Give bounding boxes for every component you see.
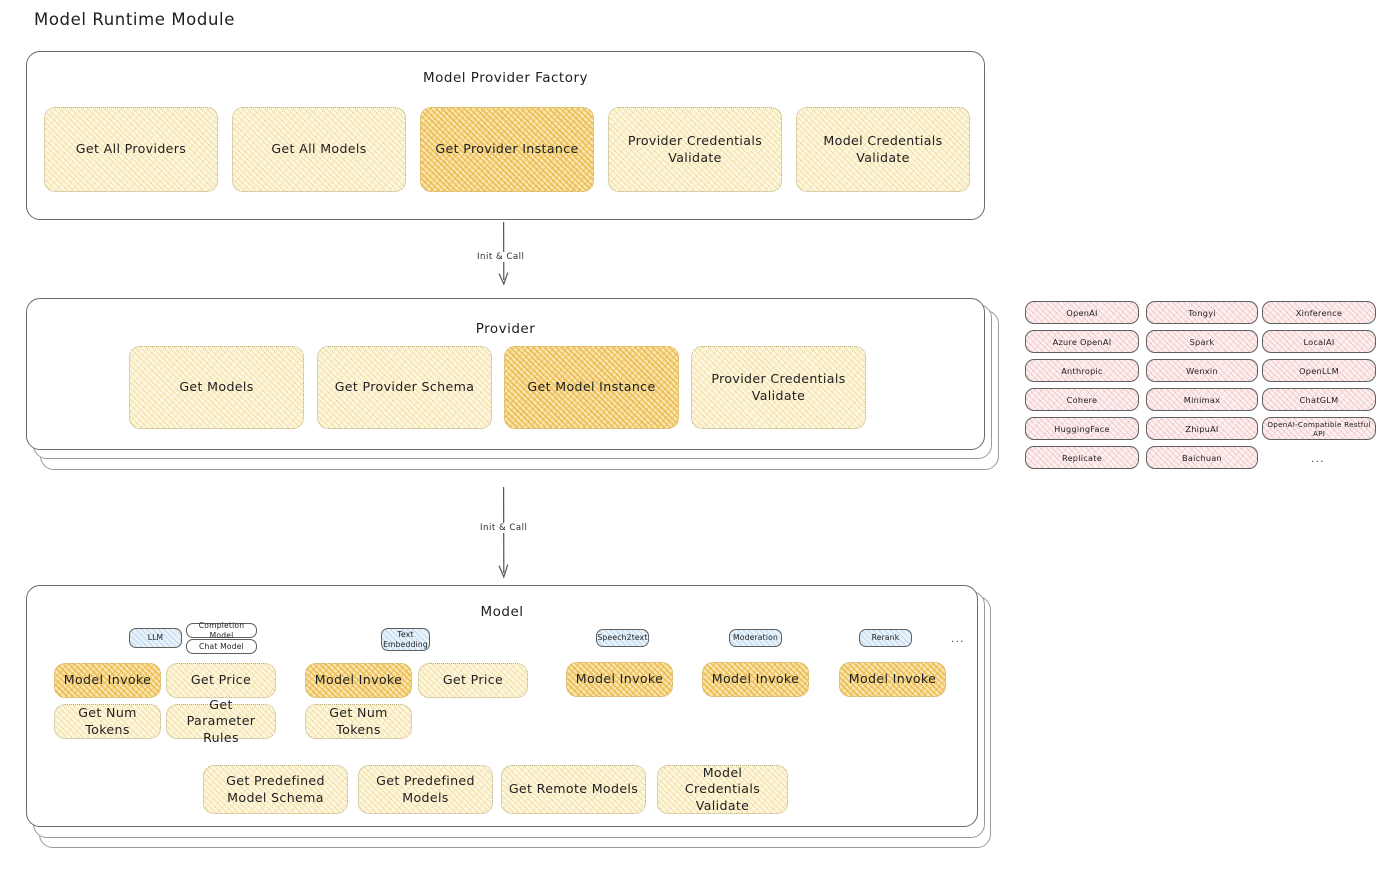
factory-fn-get-all-models[interactable]: Get All Models <box>232 107 406 192</box>
provider-pill-replicate[interactable]: Replicate <box>1025 446 1139 469</box>
provider-pill-chatglm[interactable]: ChatGLM <box>1262 388 1376 411</box>
provider-pill-xinference[interactable]: Xinference <box>1262 301 1376 324</box>
arrow-label-init-and-call-2: Init & Call <box>477 523 531 533</box>
model-title: Model <box>480 604 524 620</box>
provider-pill-tongyi[interactable]: Tongyi <box>1146 301 1258 324</box>
provider-pill-minimax[interactable]: Minimax <box>1146 388 1258 411</box>
model-groups-more-ellipsis: ... <box>951 632 965 645</box>
arrow-factory-to-provider <box>498 221 509 286</box>
model-llm-fn-model-invoke[interactable]: Model Invoke <box>54 663 161 698</box>
provider-pill-openai[interactable]: OpenAI <box>1025 301 1139 324</box>
provider-pill-zhipuai[interactable]: ZhipuAI <box>1146 417 1258 440</box>
factory-fn-provider-credentials-validate[interactable]: Provider Credentials Validate <box>608 107 782 192</box>
provider-pill-anthropic[interactable]: Anthropic <box>1025 359 1139 382</box>
provider-pill-spark[interactable]: Spark <box>1146 330 1258 353</box>
model-tag-rerank[interactable]: Rerank <box>859 629 912 647</box>
model-moderation-fn-model-invoke[interactable]: Model Invoke <box>702 662 809 697</box>
factory-fn-get-provider-instance[interactable]: Get Provider Instance <box>420 107 594 192</box>
provider-list-more-ellipsis: ... <box>1311 452 1325 465</box>
provider-pill-localai[interactable]: LocalAI <box>1262 330 1376 353</box>
model-text-embedding-fn-model-invoke[interactable]: Model Invoke <box>305 663 412 698</box>
model-llm-fn-get-num-tokens[interactable]: Get Num Tokens <box>54 704 161 739</box>
model-tag-llm[interactable]: LLM <box>129 628 182 648</box>
model-tag-chat-model[interactable]: Chat Model <box>186 639 257 654</box>
model-tag-completion-model[interactable]: Completion Model <box>186 621 257 640</box>
model-card <box>26 585 978 827</box>
provider-pill-azure-openai[interactable]: Azure OpenAI <box>1025 330 1139 353</box>
arrow-label-init-and-call-1: Init & Call <box>474 252 528 262</box>
model-fn-get-predefined-model-schema[interactable]: Get Predefined Model Schema <box>203 765 348 814</box>
provider-pill-wenxin[interactable]: Wenxin <box>1146 359 1258 382</box>
model-tag-text-embedding[interactable]: Text Embedding <box>381 628 430 651</box>
provider-fn-get-provider-schema[interactable]: Get Provider Schema <box>317 346 492 429</box>
model-rerank-fn-model-invoke[interactable]: Model Invoke <box>839 662 946 697</box>
model-llm-fn-get-parameter-rules[interactable]: Get Parameter Rules <box>166 697 276 745</box>
provider-pill-huggingface[interactable]: HuggingFace <box>1025 417 1139 440</box>
model-fn-get-predefined-models[interactable]: Get Predefined Models <box>358 765 493 814</box>
model-tag-speech2text[interactable]: Speech2text <box>596 629 649 647</box>
arrow-provider-to-model <box>498 486 509 579</box>
model-text-embedding-fn-get-num-tokens[interactable]: Get Num Tokens <box>305 704 412 739</box>
model-fn-get-remote-models[interactable]: Get Remote Models <box>501 765 646 814</box>
model-tag-moderation[interactable]: Moderation <box>729 629 782 647</box>
provider-title: Provider <box>475 321 536 337</box>
provider-pill-openllm[interactable]: OpenLLM <box>1262 359 1376 382</box>
provider-fn-provider-credentials-validate[interactable]: Provider Credentials Validate <box>691 346 866 429</box>
factory-fn-model-credentials-validate[interactable]: Model Credentials Validate <box>796 107 970 192</box>
provider-fn-get-models[interactable]: Get Models <box>129 346 304 429</box>
provider-fn-get-model-instance[interactable]: Get Model Instance <box>504 346 679 429</box>
provider-pill-cohere[interactable]: Cohere <box>1025 388 1139 411</box>
page-title: Model Runtime Module <box>34 10 235 29</box>
provider-pill-openai-compatible-restful-api[interactable]: OpenAI-Compatible Restful API <box>1262 417 1376 440</box>
factory-fn-get-all-providers[interactable]: Get All Providers <box>44 107 218 192</box>
model-fn-model-credentials-validate[interactable]: Model Credentials Validate <box>657 765 788 814</box>
model-provider-factory-title: Model Provider Factory <box>422 70 588 86</box>
provider-pill-baichuan[interactable]: Baichuan <box>1146 446 1258 469</box>
model-text-embedding-fn-get-price[interactable]: Get Price <box>418 663 528 698</box>
model-speech2text-fn-model-invoke[interactable]: Model Invoke <box>566 662 673 697</box>
model-llm-fn-get-price[interactable]: Get Price <box>166 663 276 698</box>
